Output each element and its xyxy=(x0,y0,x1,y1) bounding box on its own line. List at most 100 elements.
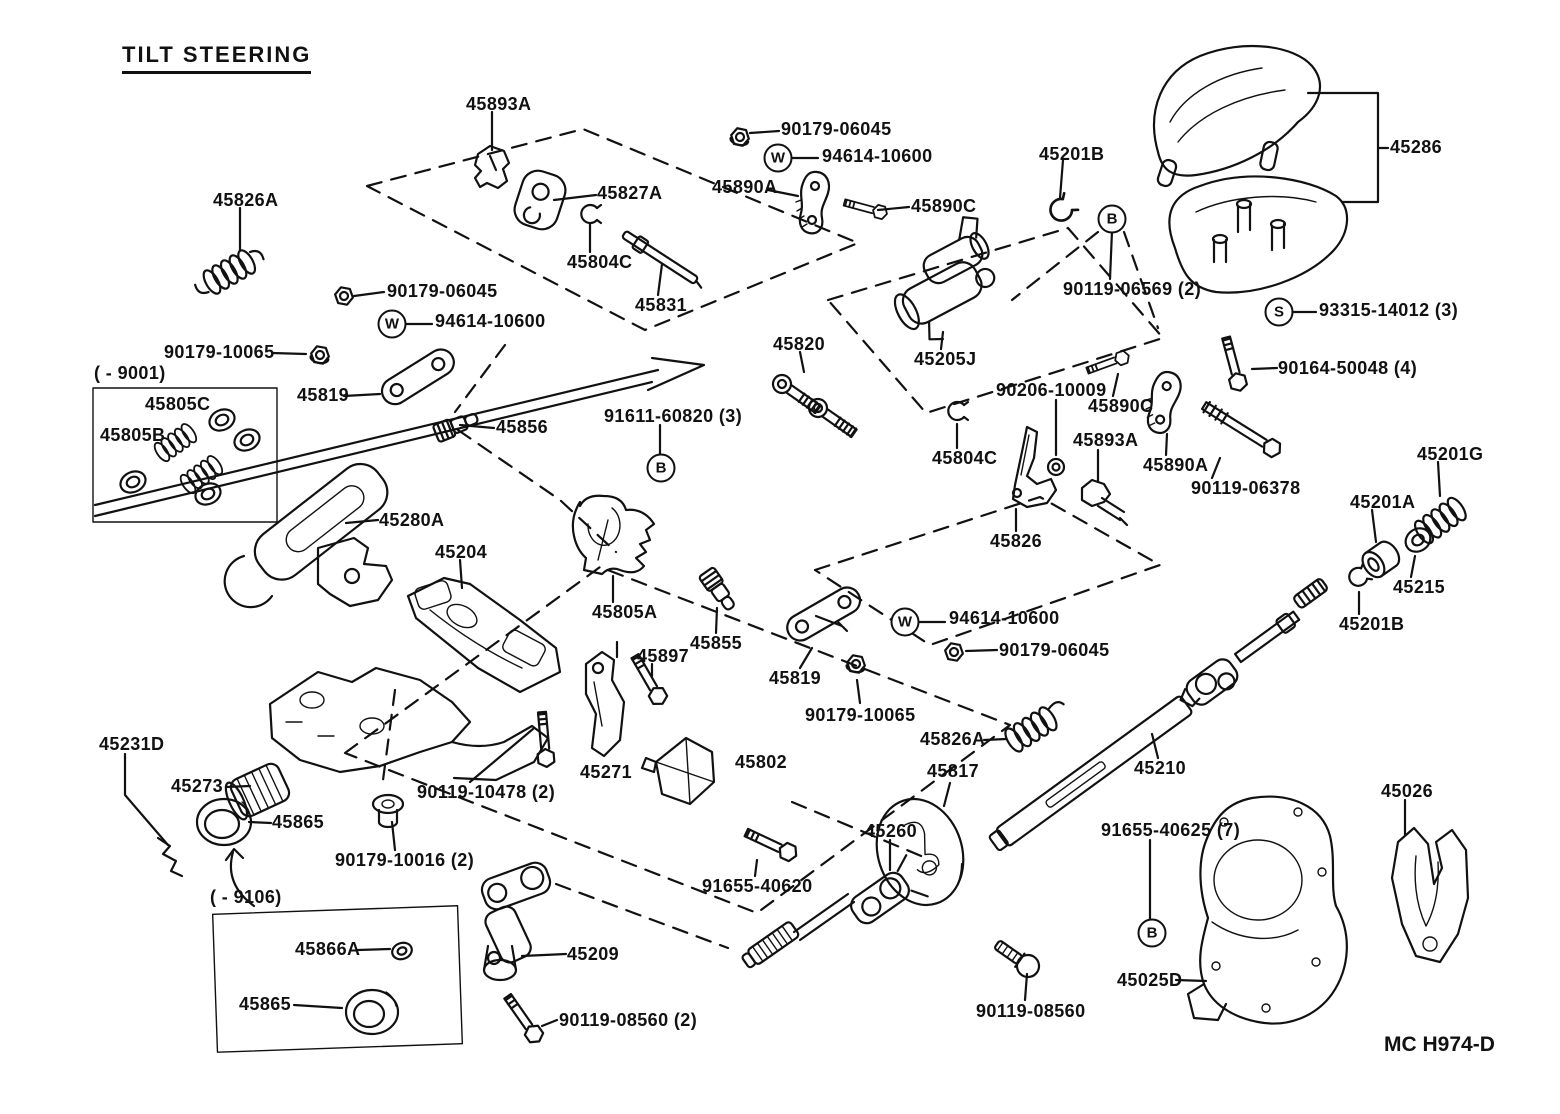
clamp-45802 xyxy=(640,736,716,806)
part-label-91611-60820: 91611-60820 (3) xyxy=(604,406,743,426)
bracket-45893a-1 xyxy=(473,144,511,190)
part-label-45201b-1: 45201B xyxy=(1039,144,1105,164)
part-label-45802: 45802 xyxy=(735,752,788,772)
fastener-symbol-washer-w-2: W xyxy=(377,309,407,339)
ring-45804c-2 xyxy=(947,400,970,422)
link-45819-1 xyxy=(376,343,460,411)
part-label-90179-10065-2: 90179-10065 xyxy=(805,705,916,725)
cover-45025d xyxy=(1186,795,1348,1025)
part-label-93315-14012: 93315-14012 (3) xyxy=(1319,300,1459,320)
part-label-45866a: 45866A xyxy=(295,939,361,959)
part-label-45890c-1: 45890C xyxy=(911,196,977,216)
column-bracket-45204 xyxy=(268,576,562,782)
part-label-90179-06045-2: 90179-06045 xyxy=(387,281,498,301)
pin-45819-2 xyxy=(814,614,849,633)
assembly-45205j xyxy=(893,216,996,341)
fastener-symbol-bolt-b-1: B xyxy=(1097,204,1127,234)
bolt-90119-10478 xyxy=(534,711,555,767)
nut-90179-10065-2 xyxy=(846,655,867,674)
u-joint-45260 xyxy=(741,854,929,969)
bracket-45826 xyxy=(1011,425,1058,509)
bracket-tube-45280a xyxy=(223,462,394,609)
part-label-90164-50048: 90164-50048 (4) xyxy=(1278,358,1418,378)
clip-45201b-1 xyxy=(1044,191,1080,227)
part-label-45026: 45026 xyxy=(1381,781,1434,801)
ring-45215 xyxy=(1404,527,1432,553)
part-label-90119-10478: 90119-10478 (2) xyxy=(417,782,556,802)
part-label-45025d: 45025D xyxy=(1117,970,1183,990)
disc-45817 xyxy=(875,797,965,907)
part-label-91655-40625: 91655-40625 (7) xyxy=(1101,820,1241,840)
fastener-symbol-bolt-b-2: B xyxy=(646,453,676,483)
part-label-45209: 45209 xyxy=(567,944,620,964)
part-label-94614-10600-3: 94614-10600 xyxy=(949,608,1060,628)
part-label-90119-06378: 90119-06378 xyxy=(1191,478,1301,498)
fork-bracket-45026 xyxy=(1390,826,1470,964)
part-label-45826a-2: 45826A xyxy=(920,729,986,749)
spring-45826a-1 xyxy=(194,246,265,298)
part-label-45201a: 45201A xyxy=(1350,492,1416,512)
part-label-45890a-2: 45890A xyxy=(1143,455,1209,475)
part-label-45286: 45286 xyxy=(1390,137,1443,157)
part-label-45827a: 45827A xyxy=(597,183,663,203)
part-label-45897: 45897 xyxy=(637,646,690,666)
cable-45231d xyxy=(156,836,184,878)
part-label-90119-08560-2: 90119-08560 (2) xyxy=(559,1010,698,1030)
plate-45827a xyxy=(513,169,567,231)
part-label-45820: 45820 xyxy=(773,334,826,354)
part-label-45817: 45817 xyxy=(927,761,980,781)
part-label-45805b: 45805B xyxy=(100,425,166,445)
part-label-45855: 45855 xyxy=(690,633,743,653)
bracket-45271 xyxy=(584,650,626,758)
part-label-90179-06045-1: 90179-06045 xyxy=(781,119,892,139)
part-label-45205j: 45205J xyxy=(914,349,977,369)
part-label-90119-06569: 90119-06569 (2) xyxy=(1063,279,1202,299)
curved-arrow xyxy=(224,847,256,908)
part-label-45890a-1: 45890A xyxy=(712,177,778,197)
part-label-45215: 45215 xyxy=(1393,577,1446,597)
fastener-symbol-screw-s-1: S xyxy=(1264,297,1294,327)
kit-9001-contents xyxy=(115,404,265,510)
screw-45820-b xyxy=(804,394,861,442)
kit-9106-contents xyxy=(344,941,413,1036)
part-label-45204: 45204 xyxy=(435,542,488,562)
fastener-symbol-bolt-b-3: B xyxy=(1137,918,1167,948)
part-label-90119-08560-1: 90119-08560 xyxy=(976,1001,1086,1021)
bushing-45201a xyxy=(1361,540,1401,579)
tilt-joint-45209 xyxy=(480,861,552,982)
part-label-45231d: 45231D xyxy=(99,734,165,754)
part-label-45819-2: 45819 xyxy=(769,668,822,688)
nut-90179-06045-1 xyxy=(730,127,751,146)
part-label-45865-2: 45865 xyxy=(239,994,292,1014)
nut-90179-06045-2 xyxy=(334,287,355,306)
knob-45273 xyxy=(224,762,291,821)
drawing-code: MC H974-D xyxy=(1384,1033,1495,1056)
ball-stud-90119-08560-1 xyxy=(994,940,1041,979)
bolt-90119-06378 xyxy=(1200,401,1285,461)
part-label-45271: 45271 xyxy=(580,762,633,782)
part-label-94614-10600-1: 94614-10600 xyxy=(822,146,933,166)
part-label-90179-06045-3: 90179-06045 xyxy=(999,640,1110,660)
page-title: TILT STEERING xyxy=(122,42,312,74)
part-label-45856: 45856 xyxy=(496,417,549,437)
part-label-45893a-1: 45893A xyxy=(466,94,532,114)
clip-45201b-2 xyxy=(1344,562,1374,591)
washer-90206-10009 xyxy=(1046,457,1066,477)
link-45819-2 xyxy=(781,581,866,647)
part-label-45826-c: 45826 xyxy=(990,531,1043,551)
bolt-90164-50048 xyxy=(1218,335,1248,392)
part-label-45890c-2: 45890C xyxy=(1088,396,1154,416)
part-label-94614-10600-2: 94614-10600 xyxy=(435,311,546,331)
part-label-45804c-1: 45804C xyxy=(567,252,633,272)
housing-45805a xyxy=(571,494,656,576)
part-label-45804c-2: 45804C xyxy=(932,448,998,468)
part-label-45826a-1: 45826A xyxy=(213,190,279,210)
spring-45826a-2 xyxy=(1000,700,1065,756)
upper-column-cover-45286 xyxy=(1153,44,1322,188)
bushing-45865-1 xyxy=(195,797,253,847)
part-label-45865-1: 45865 xyxy=(272,812,325,832)
bolt-91655-40620 xyxy=(743,825,800,863)
direction-arrow xyxy=(93,356,706,518)
lever-45890a-1 xyxy=(794,170,831,235)
